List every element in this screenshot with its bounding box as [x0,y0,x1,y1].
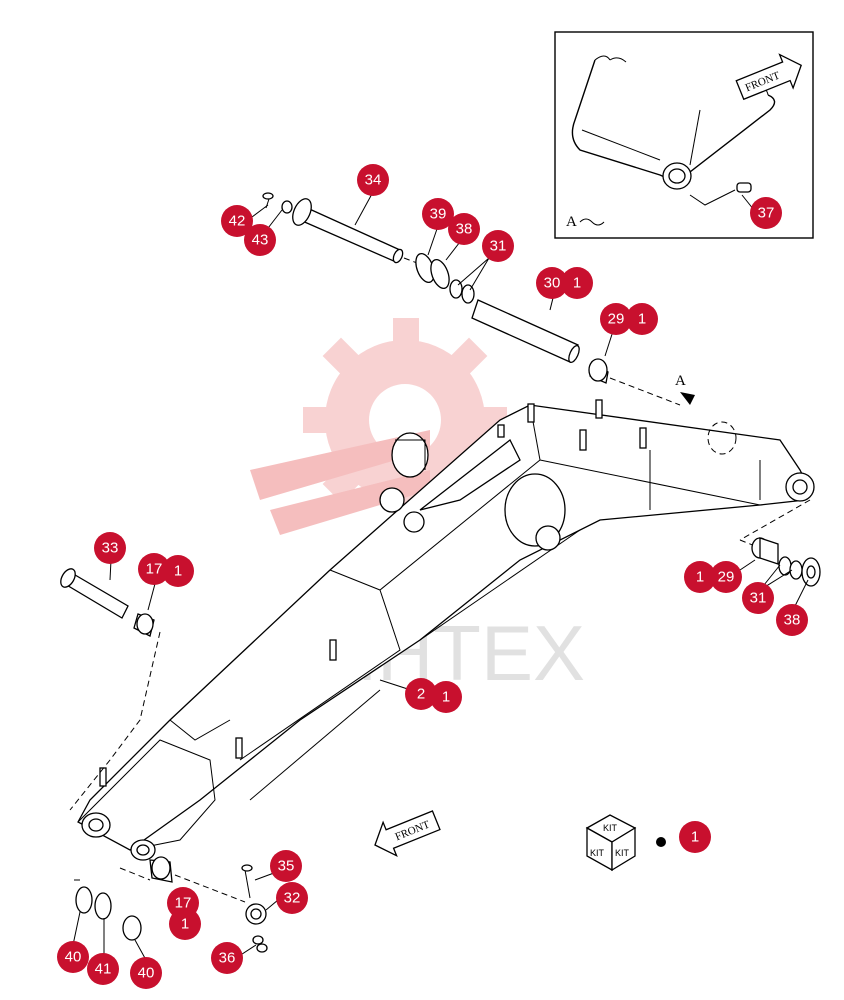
callout-38[interactable]: 38 [776,604,808,636]
callout-label: 39 [430,206,447,223]
kit-box-icon: KIT KIT KIT [585,814,666,872]
callout-31[interactable]: 31 [742,582,774,614]
callout-1[interactable]: 1 [626,303,658,335]
callout-label: 32 [284,890,301,907]
callout-29[interactable]: 29 [710,561,742,593]
view-arrow-icon: A [675,373,695,405]
callout-label: 1 [174,563,182,580]
callout-label: 31 [750,590,767,607]
pin-34 [262,192,431,269]
callout-label: 33 [102,540,119,557]
callout-39[interactable]: 39 [422,198,454,230]
detail-view-a: FRONT A [554,31,814,239]
callout-37[interactable]: 37 [750,197,782,229]
callout-30[interactable]: 30 [536,267,568,299]
callout-label: 1 [442,689,450,706]
bolt-37-icon [736,182,752,193]
callout-label: 38 [784,612,801,629]
callout-1[interactable]: 1 [169,908,201,940]
callout-1[interactable]: 1 [561,267,593,299]
callout-1[interactable]: 1 [684,561,716,593]
callout-34[interactable]: 34 [357,164,389,196]
callout-label: 29 [608,311,625,328]
callout-label: 37 [758,205,775,222]
callout-33[interactable]: 33 [94,532,126,564]
callout-label: 40 [65,949,82,966]
boom-body: A [77,373,815,861]
callout-36[interactable]: 36 [211,942,243,974]
shims-upper [415,252,681,406]
callout-label: 31 [490,238,507,255]
callout-42[interactable]: 42 [221,205,253,237]
kit-label-left: KIT [590,848,605,858]
callout-1[interactable]: 1 [162,555,194,587]
callout-31[interactable]: 31 [482,230,514,262]
callout-label: 40 [138,965,155,982]
callout-label: 17 [175,895,192,912]
callout-label: 29 [718,569,735,586]
view-a-marker: A [675,373,686,389]
callout-35[interactable]: 35 [270,850,302,882]
callout-label: 43 [252,232,269,249]
callout-label: 35 [278,858,295,875]
callout-label: 1 [573,275,581,292]
callout-label: 1 [691,829,699,846]
front-arrow-icon: FRONT [374,810,441,858]
foot-pin-33 [60,568,161,811]
callout-label: 2 [417,686,425,703]
callout-17[interactable]: 17 [138,553,170,585]
callout-32[interactable]: 32 [276,882,308,914]
callout-38[interactable]: 38 [448,213,480,245]
callout-label: 36 [219,950,236,967]
callout-label: 1 [181,916,189,933]
kit-label-right: KIT [615,848,630,858]
callout-label: 1 [638,311,646,328]
callout-2[interactable]: 2 [405,678,437,710]
front-arrow-icon: FRONT [735,53,803,101]
callout-kit[interactable]: 1 [679,821,711,853]
callout-label: 38 [456,221,473,238]
callout-41[interactable]: 41 [87,953,119,985]
right-end-parts [751,537,821,587]
view-a-label: A [566,214,577,230]
callout-label: 17 [146,561,163,578]
bottom-parts [70,856,268,953]
callout-40[interactable]: 40 [130,957,162,989]
callout-label: 42 [229,213,246,230]
callout-29[interactable]: 29 [600,303,632,335]
callout-40[interactable]: 40 [57,941,89,973]
callout-43[interactable]: 43 [244,224,276,256]
callout-label: 1 [696,569,704,586]
callout-label: 30 [544,275,561,292]
callout-label: 34 [365,172,382,189]
callout-label: 41 [95,961,112,978]
kit-label-top: KIT [603,823,618,833]
callout-1[interactable]: 1 [430,681,462,713]
